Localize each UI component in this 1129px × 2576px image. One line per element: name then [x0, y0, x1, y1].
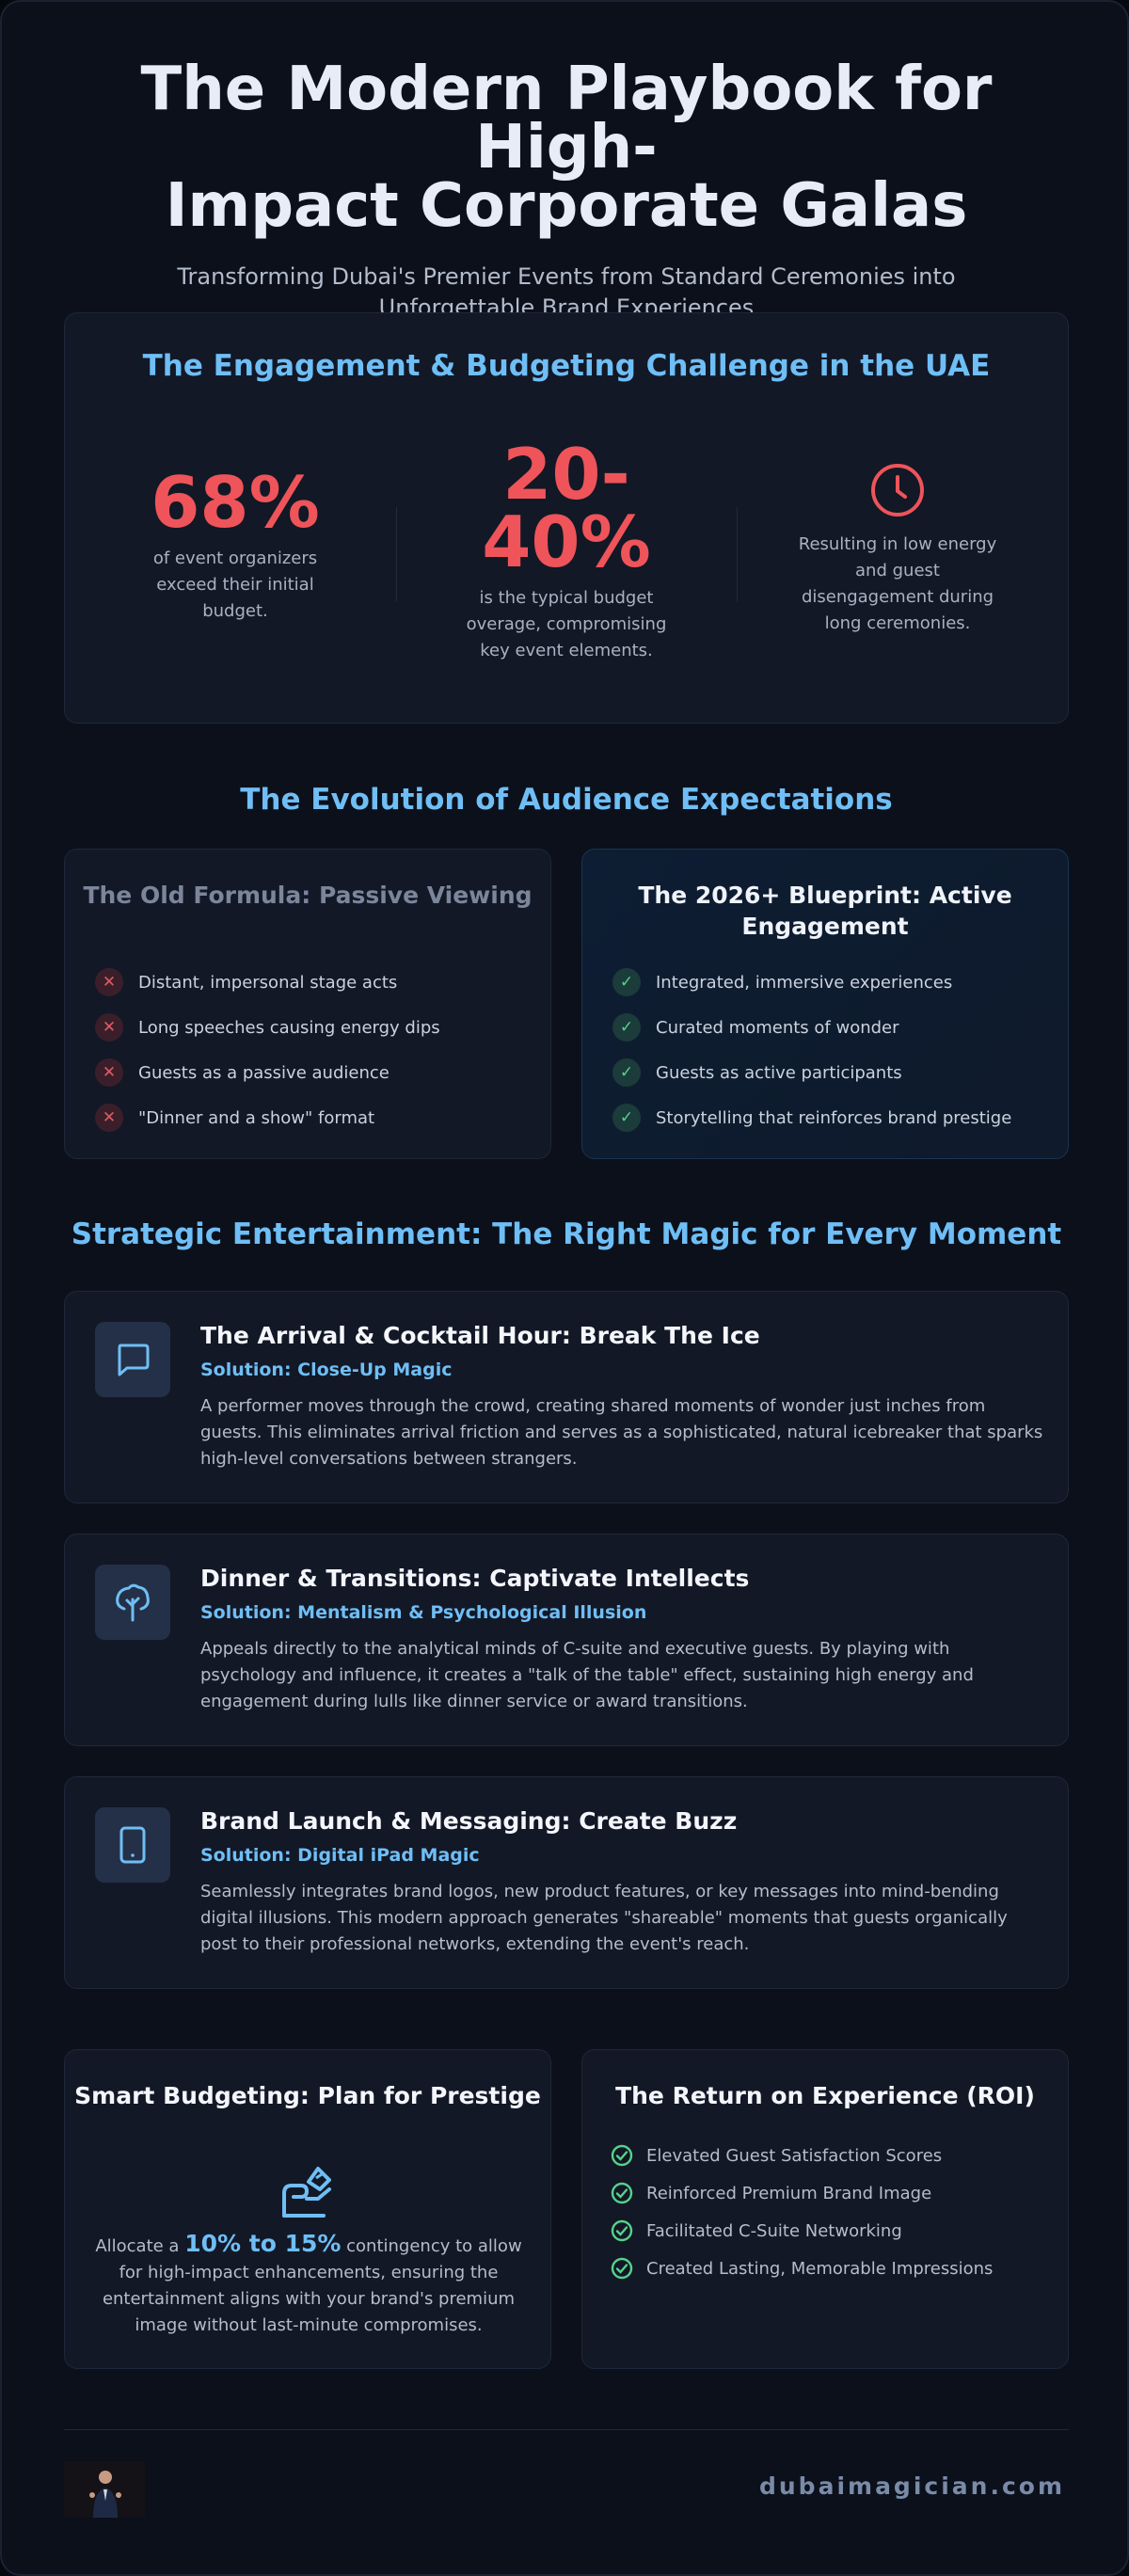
budgeting-text-after: contingency to allow for high-impact enh… — [102, 2236, 522, 2335]
hero: The Modern Playbook for High- Impact Cor… — [2, 55, 1129, 324]
roi-title: The Return on Experience (ROI) — [615, 2082, 1035, 2109]
site-link[interactable]: dubaimagician.com — [758, 2473, 1065, 2500]
roi-item-text: Facilitated C-Suite Networking — [646, 2220, 902, 2241]
budgeting-text: Allocate a 10% to 15% contingency to all… — [93, 2231, 524, 2339]
strategy-card-brand: Brand Launch & Messaging: Create Buzz So… — [64, 1776, 1069, 1989]
old-formula-card: The Old Formula: Passive Viewing ✕ Distan… — [64, 849, 551, 1159]
budgeting-text-before: Allocate a — [95, 2236, 185, 2256]
new-blueprint-title: The 2026+ Blueprint: Active Engagement — [638, 882, 1012, 940]
brain-icon — [95, 1565, 170, 1640]
stat-budget-exceed: 68% of event organizers exceed their ini… — [127, 461, 343, 625]
check-icon: ✓ — [612, 968, 641, 996]
x-icon: ✕ — [95, 968, 123, 996]
list-item: ✕ "Dinner and a show" format — [95, 1095, 440, 1140]
stat-disengagement: Resulting in low energy and guest diseng… — [789, 462, 1006, 637]
card-solution: Solution: Digital iPad Magic — [200, 1845, 480, 1866]
card-solution: Solution: Mentalism & Psychological Illu… — [200, 1602, 647, 1623]
budgeting-card: Smart Budgeting: Plan for Prestige Alloc… — [64, 2049, 551, 2369]
card-title: The Arrival & Cocktail Hour: Break The I… — [200, 1322, 760, 1349]
list-item-text: Long speeches causing energy dips — [138, 1017, 440, 1038]
list-item-text: Guests as active participants — [656, 1062, 902, 1083]
check-circle-icon — [611, 2219, 633, 2242]
stat-description: of event organizers exceed their initial… — [152, 549, 318, 621]
list-item-text: Integrated, immersive experiences — [656, 972, 953, 993]
roi-item-text: Created Lasting, Memorable Impressions — [646, 2258, 994, 2279]
check-icon: ✓ — [612, 1058, 641, 1087]
list-item-text: Storytelling that reinforces brand prest… — [656, 1107, 1012, 1128]
list-item-text: "Dinner and a show" format — [138, 1107, 375, 1128]
x-icon: ✕ — [95, 1104, 123, 1132]
card-solution: Solution: Close-Up Magic — [200, 1360, 453, 1380]
strategy-card-dinner: Dinner & Transitions: Captivate Intellec… — [64, 1534, 1069, 1746]
evolution-title: The Evolution of Audience Expectations — [240, 783, 893, 817]
new-blueprint-card: The 2026+ Blueprint: Active Engagement ✓… — [581, 849, 1069, 1159]
page-subtitle: Transforming Dubai's Premier Events from… — [177, 263, 956, 321]
stat-value: 68% — [151, 461, 320, 544]
check-circle-icon — [611, 2182, 633, 2204]
check-circle-icon — [611, 2144, 633, 2167]
divider — [737, 507, 738, 601]
page-title: The Modern Playbook for High- Impact Cor… — [40, 55, 1093, 241]
strategy-title: Strategic Entertainment: The Right Magic… — [71, 1217, 1062, 1251]
tablet-icon — [95, 1807, 170, 1883]
chat-icon — [95, 1322, 170, 1397]
performer-photo — [64, 2461, 145, 2518]
list-item: ✓ Storytelling that reinforces brand pres… — [612, 1095, 1011, 1140]
divider — [396, 507, 397, 601]
footer-divider — [64, 2429, 1069, 2430]
card-title: Dinner & Transitions: Captivate Intellec… — [200, 1565, 750, 1592]
challenge-panel: The Engagement & Budgeting Challenge in … — [64, 312, 1069, 724]
list-item-text: Distant, impersonal stage acts — [138, 972, 398, 993]
list-item: ✓ Curated moments of wonder — [612, 1005, 1011, 1050]
list-item: ✓ Guests as active participants — [612, 1050, 1011, 1095]
roi-item: Created Lasting, Memorable Impressions — [611, 2250, 993, 2287]
roi-card: The Return on Experience (ROI) Elevated … — [581, 2049, 1069, 2369]
list-item: ✕ Guests as a passive audience — [95, 1050, 440, 1095]
budgeting-highlight: 10% to 15% — [184, 2230, 342, 2257]
x-icon: ✕ — [95, 1058, 123, 1087]
check-circle-icon — [611, 2257, 633, 2280]
list-item: ✓ Integrated, immersive experiences — [612, 960, 1011, 1005]
stat-value: 20-40% — [482, 433, 651, 583]
strategy-card-cocktail: The Arrival & Cocktail Hour: Break The I… — [64, 1291, 1069, 1503]
list-item: ✕ Distant, impersonal stage acts — [95, 960, 440, 1005]
roi-item: Elevated Guest Satisfaction Scores — [611, 2137, 993, 2174]
budgeting-title: Smart Budgeting: Plan for Prestige — [74, 2082, 541, 2109]
stat-description: is the typical budget overage, compromis… — [466, 588, 667, 660]
check-icon: ✓ — [612, 1013, 641, 1042]
roi-item-text: Reinforced Premium Brand Image — [646, 2183, 932, 2203]
challenge-title: The Engagement & Budgeting Challenge in … — [142, 349, 991, 383]
budget-icon — [277, 2161, 342, 2227]
list-item-text: Curated moments of wonder — [656, 1017, 899, 1038]
list-item: ✕ Long speeches causing energy dips — [95, 1005, 440, 1050]
card-title: Brand Launch & Messaging: Create Buzz — [200, 1807, 738, 1835]
stat-budget-overage: 20-40% is the typical budget overage, co… — [449, 433, 684, 664]
x-icon: ✕ — [95, 1013, 123, 1042]
check-icon: ✓ — [612, 1104, 641, 1132]
card-body: Appeals directly to the analytical minds… — [200, 1639, 974, 1711]
page-title-line2: Impact Corporate Galas — [165, 171, 968, 241]
old-formula-title: The Old Formula: Passive Viewing — [83, 882, 533, 909]
page-title-line1: The Modern Playbook for High- — [140, 55, 993, 183]
card-body: Seamlessly integrates brand logos, new p… — [200, 1882, 1008, 1954]
card-body: A performer moves through the crowd, cre… — [200, 1396, 1043, 1469]
clock-icon — [869, 462, 926, 522]
list-item-text: Guests as a passive audience — [138, 1062, 390, 1083]
roi-item-text: Elevated Guest Satisfaction Scores — [646, 2145, 943, 2166]
roi-item: Reinforced Premium Brand Image — [611, 2174, 993, 2212]
stat-description: Resulting in low energy and guest diseng… — [798, 534, 997, 633]
roi-item: Facilitated C-Suite Networking — [611, 2212, 993, 2250]
